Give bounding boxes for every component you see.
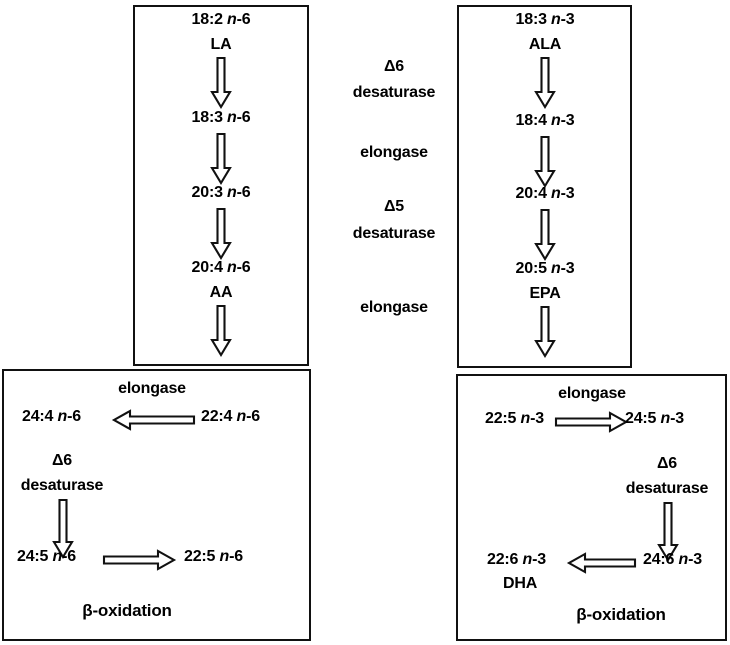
n3-lower-right-node: 24:5 n-3 — [625, 410, 684, 427]
n6-lower-left-node: 24:4 n-6 — [22, 408, 81, 425]
n3-lower-bottom-right-node: 24:6 n-3 — [643, 551, 702, 568]
n6-node-3-formula: 20:4 n-6 — [191, 259, 251, 276]
n6-lower-desaturase-line1: Δ6 — [52, 452, 72, 469]
down-arrow-icon — [534, 208, 556, 262]
n6-node-1-formula: 18:3 n-6 — [191, 109, 251, 126]
center-enzyme-2-line2: desaturase — [352, 225, 436, 242]
center-enzyme-1-line1: elongase — [360, 144, 428, 161]
n3-node-3-abbrev: EPA — [529, 285, 561, 302]
right-arrow-icon — [102, 549, 177, 571]
n6-lower-box — [2, 369, 311, 641]
left-arrow-icon — [566, 552, 637, 574]
n6-lower-right-node: 22:4 n-6 — [201, 408, 260, 425]
n3-node-0-abbrev: ALA — [528, 36, 562, 53]
n6-lower-elongase-label: elongase — [118, 380, 186, 397]
n3-node-1-formula: 18:4 n-3 — [515, 112, 575, 129]
n3-upper-box — [457, 5, 632, 368]
n6-node-0-formula: 18:2 n-6 — [191, 11, 251, 28]
n3-lower-bottom-left-node: 22:6 n-3 — [487, 551, 546, 568]
n6-beta-oxidation-label: β-oxidation — [82, 601, 172, 620]
down-arrow-icon — [52, 498, 74, 560]
right-arrow-icon — [554, 411, 629, 433]
n3-lower-box — [456, 374, 727, 641]
n3-node-0-formula: 18:3 n-3 — [515, 11, 575, 28]
center-enzyme-3-line1: elongase — [360, 299, 428, 316]
n6-upper-box — [133, 5, 309, 366]
n3-lower-desaturase-line1: Δ6 — [657, 455, 677, 472]
n3-lower-left-node: 22:5 n-3 — [485, 410, 544, 427]
down-arrow-icon — [210, 207, 232, 261]
n3-node-3-formula: 20:5 n-3 — [515, 260, 575, 277]
n3-node-2-formula: 20:4 n-3 — [515, 185, 575, 202]
left-arrow-icon — [111, 409, 196, 431]
center-enzyme-0-line2: desaturase — [352, 84, 436, 101]
n6-lower-bottom-left-node: 24:5 n-6 — [17, 548, 76, 565]
down-arrow-icon — [534, 135, 556, 189]
down-arrow-icon — [210, 56, 232, 110]
n3-beta-oxidation-label: β-oxidation — [576, 605, 666, 624]
n6-node-0-abbrev: LA — [210, 36, 232, 53]
n6-lower-desaturase-line2: desaturase — [20, 477, 104, 494]
down-arrow-icon — [657, 501, 679, 563]
down-arrow-icon — [534, 56, 556, 110]
down-arrow-icon — [534, 305, 556, 359]
center-enzyme-2-line1: Δ5 — [384, 198, 404, 215]
n3-lower-desaturase-line2: desaturase — [625, 480, 709, 497]
center-enzyme-0-line1: Δ6 — [384, 58, 404, 75]
n6-node-3-abbrev: AA — [209, 284, 233, 301]
n3-lower-elongase-label: elongase — [558, 385, 626, 402]
n3-lower-bottom-left-abbrev: DHA — [503, 575, 538, 592]
n6-lower-bottom-right-node: 22:5 n-6 — [184, 548, 243, 565]
down-arrow-icon — [210, 132, 232, 186]
n6-node-2-formula: 20:3 n-6 — [191, 184, 251, 201]
down-arrow-icon — [210, 304, 232, 358]
